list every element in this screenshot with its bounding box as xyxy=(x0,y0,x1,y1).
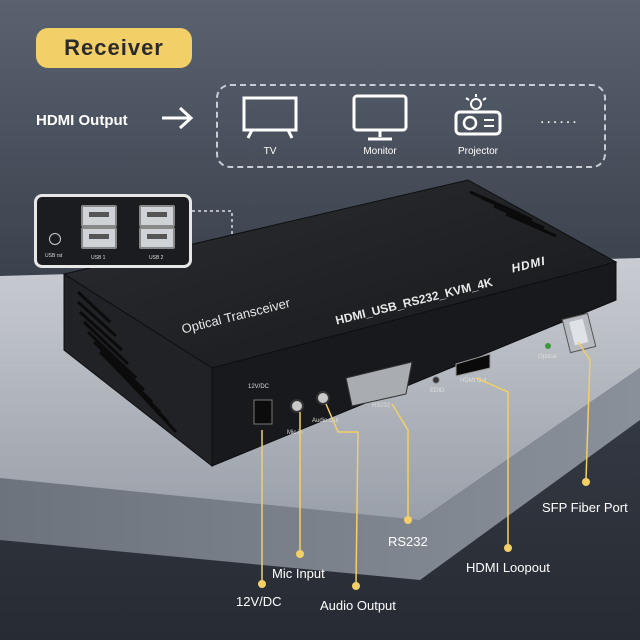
output-devices-box: TV Monitor Projector ...... xyxy=(216,84,606,168)
usb-port-2a xyxy=(139,205,175,227)
usb-reset-button xyxy=(49,233,61,245)
arrow-right-icon xyxy=(162,106,194,130)
callout-hdmi-loopout: HDMI Loopout xyxy=(466,560,550,575)
callout-rs232: RS232 xyxy=(388,534,428,549)
device-monitor-label: Monitor xyxy=(363,146,397,157)
usb-rst-label: USB rst xyxy=(45,253,63,259)
port-label-mic: Mic in xyxy=(287,430,303,436)
hdmi-output-label: HDMI Output xyxy=(36,112,128,129)
usb-port-2b xyxy=(139,227,175,249)
tv-icon xyxy=(242,96,298,139)
device-monitor: Monitor xyxy=(340,94,420,157)
usb-panel-inset: USB rst USB 1 USB 2 xyxy=(34,194,192,268)
usb1-label: USB 1 xyxy=(91,255,106,261)
receiver-badge: Receiver xyxy=(36,28,192,68)
usb2-label: USB 2 xyxy=(149,255,164,261)
device-projector: Projector xyxy=(438,94,518,157)
port-label-rs232: RS232 xyxy=(372,403,391,409)
more-devices-ellipsis: ...... xyxy=(540,110,579,127)
usb-port-1b xyxy=(81,227,117,249)
callout-power-12v: 12V/DC xyxy=(236,594,282,609)
device-projector-label: Projector xyxy=(457,146,498,157)
device-tv-label: TV xyxy=(263,146,277,157)
usb-port-1a xyxy=(81,205,117,227)
projector-icon xyxy=(454,94,502,136)
port-label-audio: Audio Out xyxy=(312,418,339,424)
port-label-hdmi: HDMI Out xyxy=(460,378,487,384)
port-label-optical: Optical xyxy=(538,354,557,360)
callout-mic-input: Mic Input xyxy=(272,566,325,581)
device-tv: TV xyxy=(230,94,310,157)
port-label-edid: EDID xyxy=(430,388,445,394)
port-label-12v: 12V/DC xyxy=(248,384,270,390)
callout-audio-output: Audio Output xyxy=(320,598,396,613)
monitor-icon xyxy=(352,94,408,141)
callout-sfp-fiber-port: SFP Fiber Port xyxy=(542,500,628,515)
